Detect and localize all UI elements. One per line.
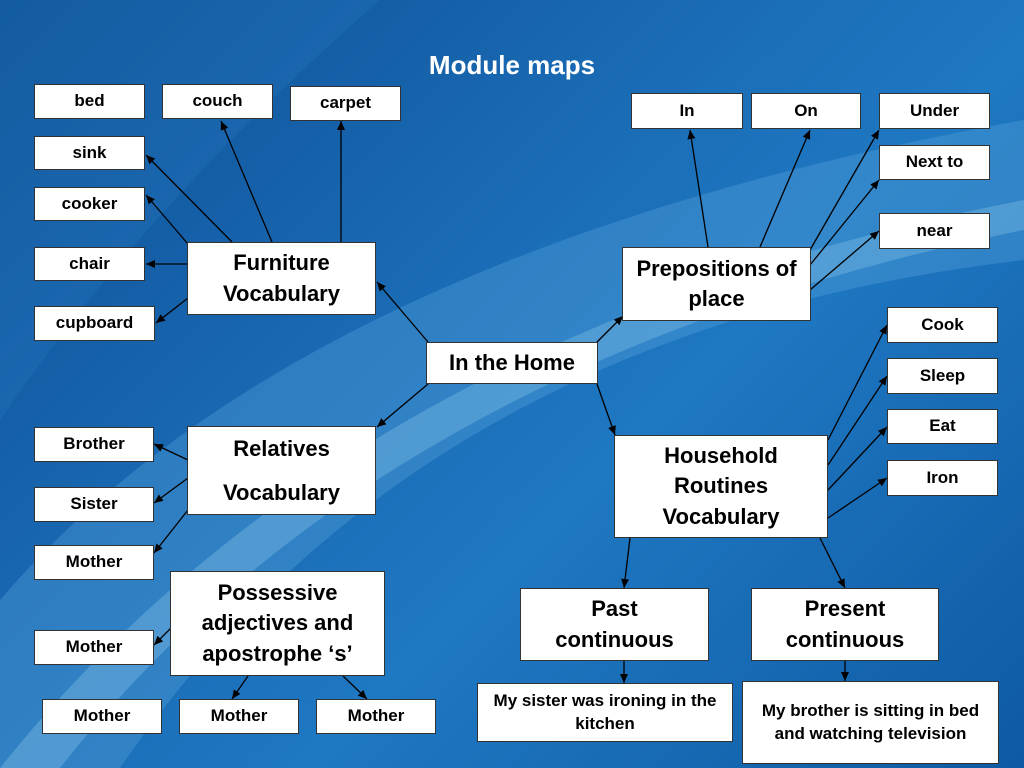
furniture-heading: Furniture Vocabulary — [187, 242, 376, 315]
routines-heading: Household Routines Vocabulary — [614, 435, 828, 538]
preposition-item-in: In — [631, 93, 743, 129]
furniture-item-couch: couch — [162, 84, 273, 119]
furniture-item-cupboard: cupboard — [34, 306, 155, 341]
possessive-item-mother-1: Mother — [34, 630, 154, 665]
preposition-item-under: Under — [879, 93, 990, 129]
relatives-item-brother: Brother — [34, 427, 154, 462]
relatives-heading-line2: Vocabulary — [223, 479, 340, 505]
relatives-item-sister: Sister — [34, 487, 154, 522]
center-node: In the Home — [426, 342, 598, 384]
furniture-item-sink: sink — [34, 136, 145, 170]
preposition-item-on: On — [751, 93, 861, 129]
relatives-heading: Relatives Vocabulary — [187, 426, 376, 515]
furniture-item-carpet: carpet — [290, 86, 401, 121]
routine-item-eat: Eat — [887, 409, 998, 444]
present-continuous-example: My brother is sitting in bed and watchin… — [742, 681, 999, 764]
preposition-item-near: near — [879, 213, 990, 249]
routine-item-iron: Iron — [887, 460, 998, 496]
prepositions-heading: Prepositions of place — [622, 247, 811, 321]
routine-item-cook: Cook — [887, 307, 998, 343]
possessive-heading: Possessive adjectives and apostrophe ‘s’ — [170, 571, 385, 676]
present-continuous-heading: Present continuous — [751, 588, 939, 661]
page-title: Module maps — [428, 50, 596, 80]
possessive-item-mother-4: Mother — [316, 699, 436, 734]
possessive-item-mother-3: Mother — [179, 699, 299, 734]
furniture-item-bed: bed — [34, 84, 145, 119]
possessive-item-mother-2: Mother — [42, 699, 162, 734]
relatives-item-mother: Mother — [34, 545, 154, 580]
relatives-heading-line1: Relatives — [233, 435, 330, 461]
furniture-item-cooker: cooker — [34, 187, 145, 221]
routine-item-sleep: Sleep — [887, 358, 998, 394]
furniture-item-chair: chair — [34, 247, 145, 281]
past-continuous-example: My sister was ironing in the kitchen — [477, 683, 733, 742]
preposition-item-next-to: Next to — [879, 145, 990, 180]
past-continuous-heading: Past continuous — [520, 588, 709, 661]
